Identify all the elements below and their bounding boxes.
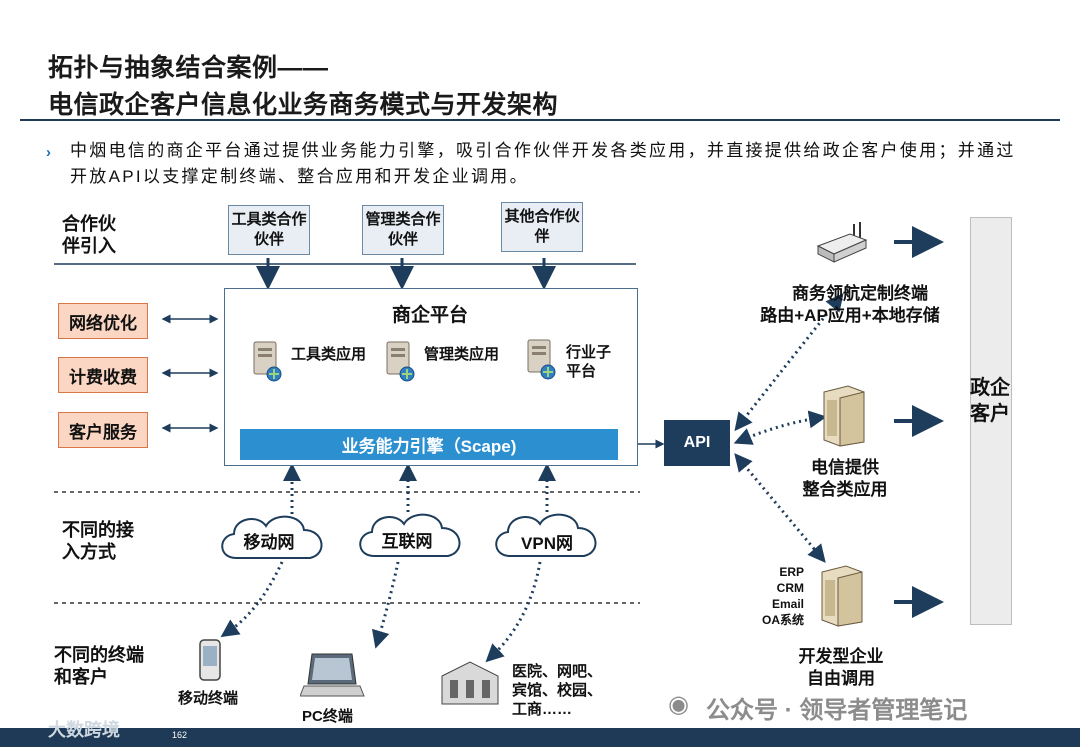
terminal-pc-label: PC终端 bbox=[302, 708, 353, 725]
capability-engine-bar: 业务能力引擎（Scape) bbox=[240, 429, 618, 460]
app-management-label: 管理类应用 bbox=[424, 346, 500, 363]
api-box: API bbox=[664, 420, 730, 466]
watermark-text: 公众号 · 领导者管理笔记 bbox=[706, 697, 968, 724]
page-number: 162 bbox=[172, 730, 188, 740]
government-customer-bar bbox=[970, 217, 1012, 625]
network-internet-label: 互联网 bbox=[381, 532, 433, 551]
service-network-optimization: 网络优化 bbox=[58, 303, 148, 339]
server-cabinet-icon bbox=[823, 385, 865, 447]
tag-erp: ERP bbox=[779, 565, 804, 579]
network-mobile-label: 移动网 bbox=[243, 533, 295, 552]
bullet-marker: › bbox=[46, 144, 51, 161]
server-icon bbox=[386, 341, 415, 382]
page-title-line2: 电信政企客户信息化业务商务模式与开发架构 bbox=[48, 91, 559, 119]
partner-tools: 工具类合作伙伴 bbox=[228, 205, 310, 255]
terminal-institutions-label: 医院、网吧、宾馆、校园、工商…… bbox=[512, 663, 603, 718]
server-icon bbox=[253, 341, 282, 382]
terminal-mobile-label: 移动终端 bbox=[178, 690, 239, 707]
service-customer: 客户服务 bbox=[58, 412, 148, 448]
page-title-line1: 拓扑与抽象结合案例—— bbox=[48, 54, 329, 82]
footer-brand: 大数跨境 bbox=[48, 720, 120, 740]
router-icon bbox=[816, 222, 868, 263]
footer-bar bbox=[0, 728, 1080, 747]
enterprise-sub: 自由调用 bbox=[807, 669, 875, 688]
title-divider bbox=[20, 119, 1060, 121]
partner-other: 其他合作伙伴 bbox=[501, 202, 583, 252]
access-methods-label: 不同的接入方式 bbox=[62, 520, 134, 562]
router-terminal-sub: 路由+AP应用+本地存储 bbox=[760, 306, 940, 325]
building-icon bbox=[441, 661, 499, 705]
government-customer-label: 政企客户 bbox=[970, 377, 1010, 425]
laptop-icon bbox=[300, 653, 365, 697]
tag-crm: CRM bbox=[776, 581, 804, 595]
platform-title: 商企平台 bbox=[391, 305, 468, 326]
server-cabinet-icon bbox=[821, 565, 863, 627]
telecom-sub: 整合类应用 bbox=[802, 480, 888, 499]
mobile-phone-icon bbox=[199, 639, 221, 681]
app-tools-label: 工具类应用 bbox=[291, 346, 367, 363]
watermark-wechat-icon: ◉ bbox=[668, 691, 689, 718]
enterprise-tags: ERP CRM Email OA系统 bbox=[752, 564, 804, 628]
app-industry-label: 行业子平台 bbox=[566, 344, 612, 380]
cloud-icon bbox=[221, 515, 323, 559]
partner-intro-label: 合作伙伴引入 bbox=[62, 214, 116, 256]
server-icon bbox=[527, 339, 556, 380]
enterprise-label: 开发型企业 bbox=[798, 647, 884, 666]
tag-oa: OA系统 bbox=[761, 613, 804, 627]
cloud-icon bbox=[495, 513, 597, 557]
router-terminal-label: 商务领航定制终端 bbox=[792, 284, 928, 303]
service-billing: 计费收费 bbox=[58, 357, 148, 393]
bullet-text: 中烟电信的商企平台通过提供业务能力引擎，吸引合作伙伴开发各类应用，并直接提供给政… bbox=[70, 141, 1016, 186]
telecom-label: 电信提供 bbox=[811, 458, 879, 477]
partner-management: 管理类合作伙伴 bbox=[362, 205, 444, 255]
terminals-customers-label: 不同的终端和客户 bbox=[54, 645, 144, 687]
network-vpn-label: VPN网 bbox=[521, 534, 573, 553]
cloud-icon bbox=[359, 513, 461, 557]
tag-email: Email bbox=[771, 597, 804, 611]
